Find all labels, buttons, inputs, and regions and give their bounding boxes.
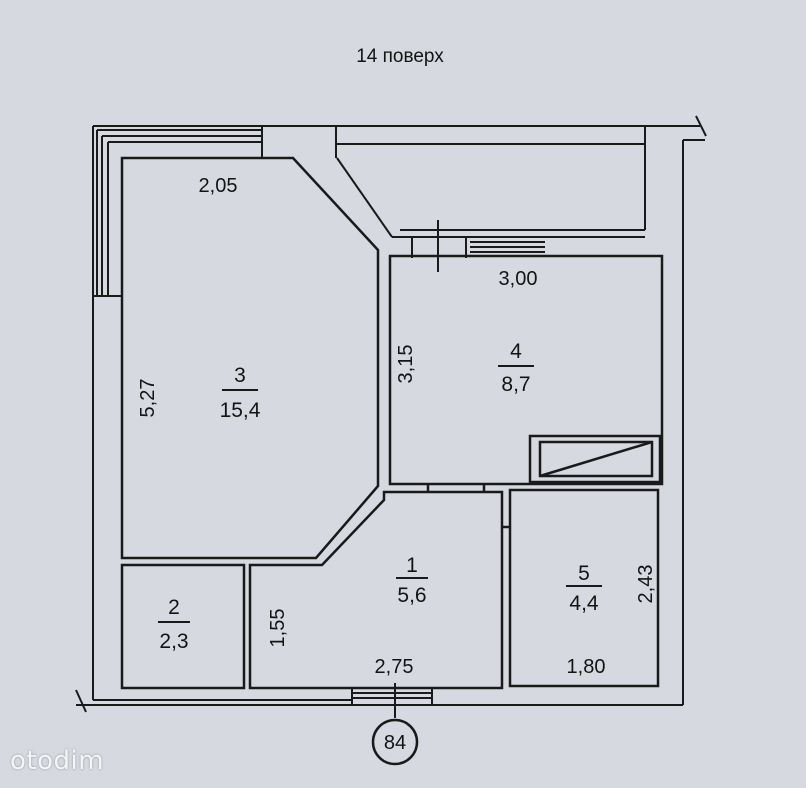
room-2-area: 2,3 <box>159 630 188 653</box>
dim-room1-left: 1,55 <box>267 609 289 648</box>
room-4-label: 4 8,7 <box>498 340 534 396</box>
room-3-label: 3 15,4 <box>220 364 261 422</box>
room-2-label: 2 2,3 <box>158 596 190 653</box>
dim-room4-top: 3,00 <box>499 268 538 290</box>
room-1-label: 1 5,6 <box>396 554 428 607</box>
room-1-number: 1 <box>406 554 418 577</box>
room-1-area: 5,6 <box>397 584 426 607</box>
room-1-outline <box>248 490 504 690</box>
room-2-outline <box>120 563 246 690</box>
room-4-outline <box>388 254 664 486</box>
room-3-outline <box>120 156 380 560</box>
room-outlines <box>120 156 664 690</box>
room-3-number: 3 <box>234 364 246 387</box>
walls <box>75 115 707 713</box>
room-3-area: 15,4 <box>220 399 261 422</box>
apartment-number: 84 <box>384 732 406 754</box>
room-5-label: 5 4,4 <box>566 562 602 615</box>
dim-room3-left: 5,27 <box>137 379 159 418</box>
floor-title: 14 поверх <box>356 46 444 67</box>
dim-room1-bottom: 2,75 <box>375 656 414 678</box>
dim-room4-left: 3,15 <box>395 345 417 384</box>
dim-room3-top: 2,05 <box>199 175 238 197</box>
dim-room5-bottom: 1,80 <box>567 656 606 678</box>
room-4-number: 4 <box>510 340 522 363</box>
room-5-area: 4,4 <box>569 592 599 615</box>
room-4-niche <box>528 434 662 484</box>
apartment-number-marker: 84 <box>371 683 419 766</box>
room-5-number: 5 <box>578 562 590 585</box>
dim-room5-right: 2,43 <box>635 565 657 604</box>
room-5-outline <box>508 488 660 688</box>
room-4-area: 8,7 <box>501 373 530 396</box>
room-2-number: 2 <box>168 596 180 619</box>
watermark-logo: otodim <box>10 746 105 776</box>
